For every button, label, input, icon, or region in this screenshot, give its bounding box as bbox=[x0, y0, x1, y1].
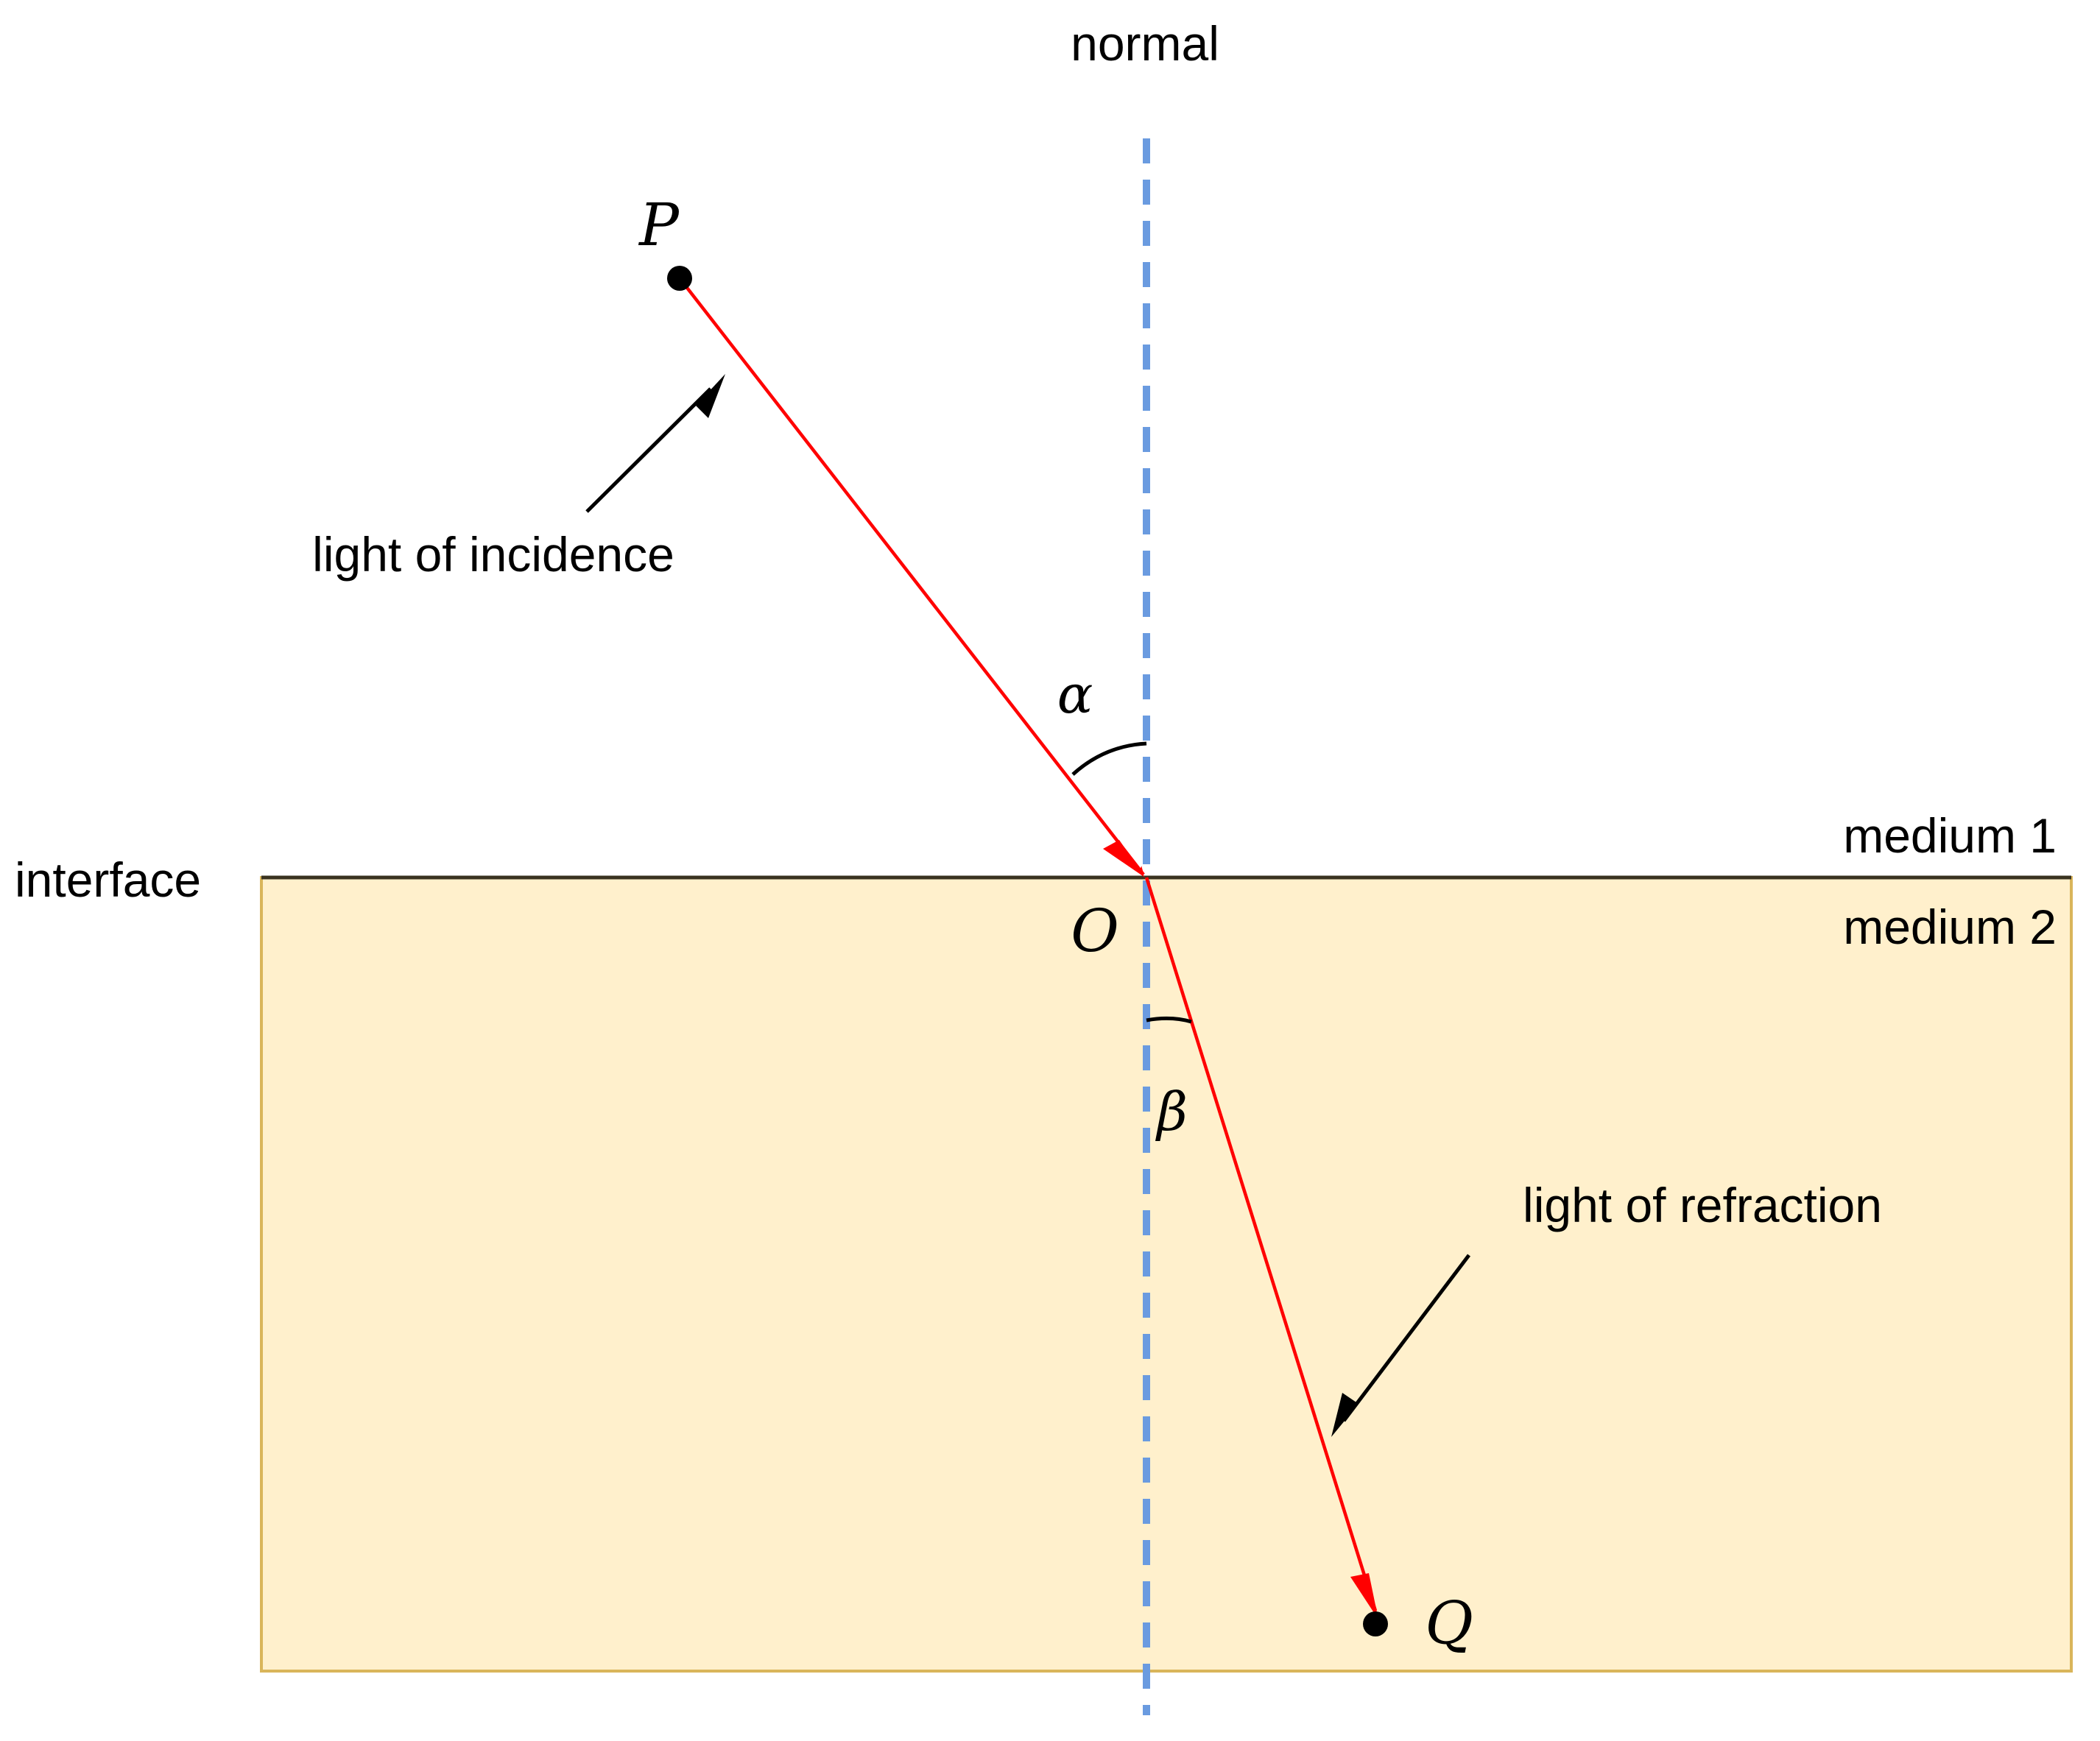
angle-beta-arc bbox=[1146, 1016, 1192, 1024]
refracted-ray bbox=[1144, 877, 1378, 1611]
medium-2-region bbox=[260, 876, 2073, 1673]
angle-beta-label: β bbox=[1155, 1081, 1188, 1143]
point-q-label: Q bbox=[1425, 1589, 1473, 1657]
point-q-marker bbox=[1363, 1611, 1388, 1636]
refraction-pointer-arrowhead bbox=[1331, 1393, 1359, 1437]
incidence-pointer-arrowhead bbox=[696, 374, 725, 418]
incident-ray bbox=[678, 277, 1145, 876]
angle-alpha-label: α bbox=[1057, 663, 1093, 725]
point-p-label: P bbox=[638, 191, 680, 259]
incident-ray-arrowhead bbox=[1103, 840, 1145, 877]
point-o-label: O bbox=[1071, 897, 1119, 965]
normal-label: normal bbox=[1071, 16, 1219, 71]
refraction-pointer-arrow bbox=[1342, 1254, 1470, 1422]
medium-2-label: medium 2 bbox=[1843, 900, 2057, 954]
point-p-marker bbox=[667, 266, 692, 291]
refraction-label: light of refraction bbox=[1523, 1178, 1882, 1232]
medium-1-label: medium 1 bbox=[1843, 808, 2057, 863]
refracted-ray-arrowhead bbox=[1350, 1573, 1378, 1620]
incidence-pointer-arrow bbox=[585, 387, 712, 513]
angle-alpha-arc bbox=[1071, 741, 1147, 776]
interface-label: interface bbox=[15, 852, 201, 907]
incidence-label: light of incidence bbox=[312, 527, 674, 582]
